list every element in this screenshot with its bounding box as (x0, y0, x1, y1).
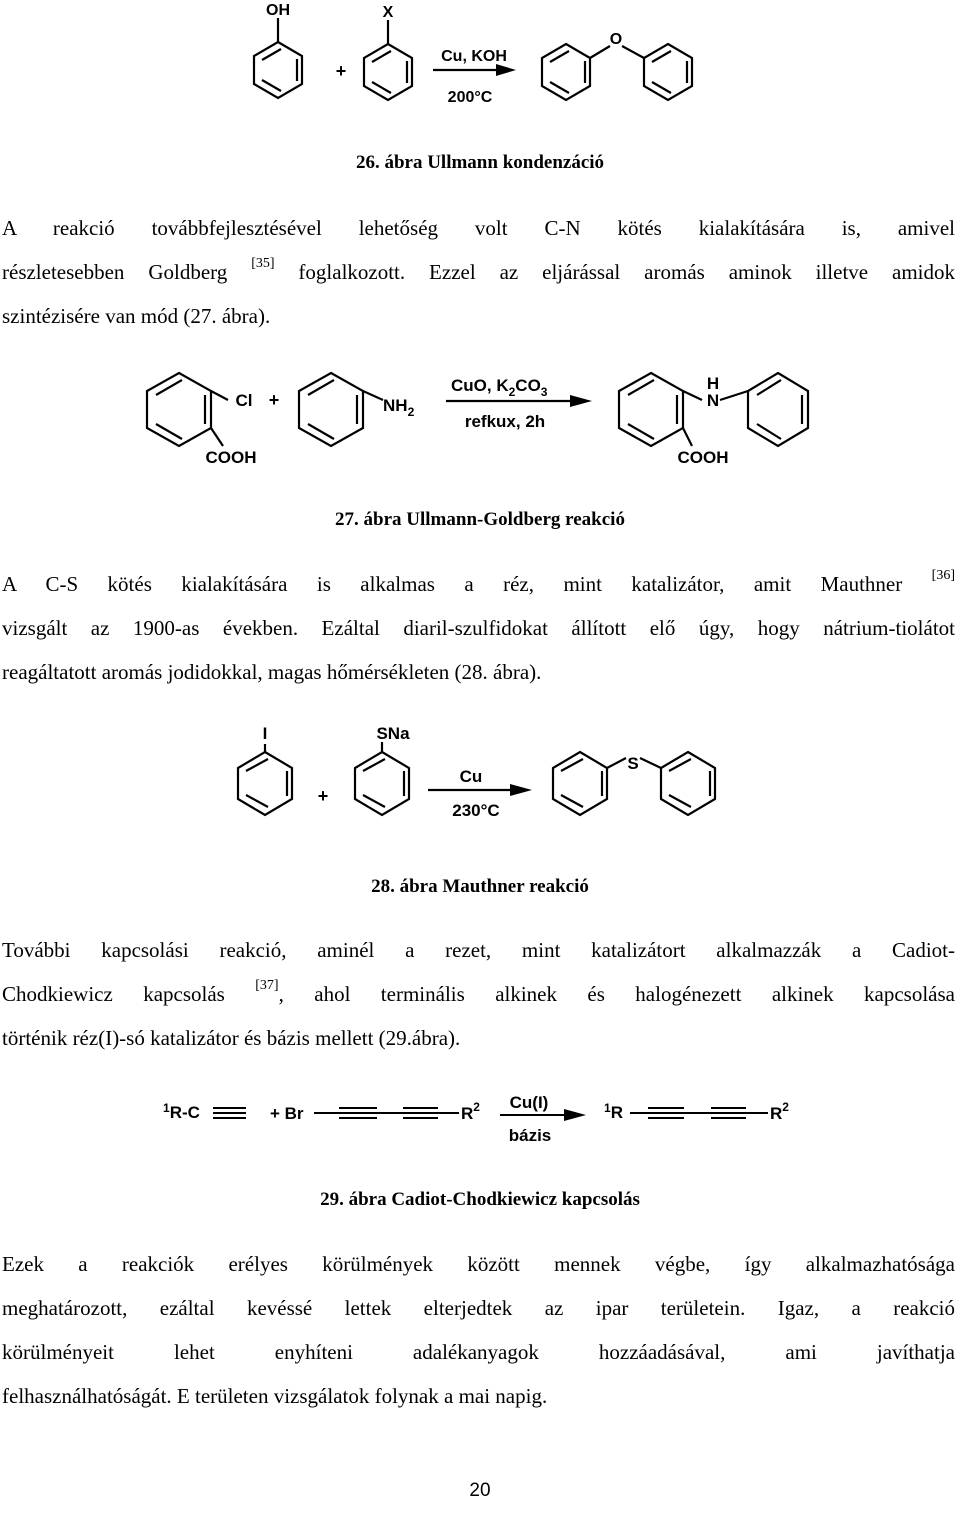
scheme-mauthner: I + SNa Cu 230°C S (0, 718, 960, 828)
citation-35: [35] (251, 256, 275, 271)
r1-superscript: 1 (163, 1101, 170, 1115)
reaction-arrow (500, 1109, 586, 1121)
r2-text: R (461, 1104, 473, 1123)
paragraph-1-line-1: A reakció továbbfejlesztésével lehetőség… (2, 216, 955, 240)
cl-label: Cl (236, 391, 253, 410)
nh-subscript: 2 (408, 405, 415, 419)
r2-superscript: 2 (473, 1100, 480, 1114)
triple-bond (213, 1107, 246, 1119)
sodium-thiophenolate-structure (353, 742, 411, 817)
citation-36: [36] (931, 568, 955, 583)
page-number: 20 (469, 1480, 491, 1501)
reagent-text: CuO, K (451, 376, 509, 395)
chlorobenzoic-acid-structure (145, 371, 229, 448)
s-label: S (627, 754, 638, 773)
r1c-text: R-C (170, 1103, 200, 1122)
plus-br-label: + Br (270, 1104, 304, 1123)
paragraph-4-line-4: felhasználhatóságát. E területen vizsgál… (2, 1384, 548, 1408)
i-label: I (263, 724, 268, 743)
cooh-product-label: COOH (678, 448, 729, 467)
figure-27-caption: 27. ábra Ullmann-Goldberg reakció (335, 509, 625, 530)
product-r2-label: R2 (770, 1100, 789, 1123)
product-r2-superscript: 2 (782, 1100, 789, 1114)
text-run: Chodkiewicz kapcsolás (2, 982, 256, 1006)
aniline-structure (297, 371, 384, 448)
scheme-ullmann-condensation: OH + X Cu, KOH 200°C O (0, 0, 960, 130)
reagent-top: Cu, KOH (441, 48, 507, 65)
figure-28-caption: 28. ábra Mauthner reakció (371, 876, 589, 897)
paragraph-1-line-2: részletesebben Goldberg [35] foglalkozot… (2, 250, 955, 294)
paragraph-1-line-3: szintézisére van mód (27. ábra). (2, 304, 271, 328)
x-label: X (383, 4, 394, 21)
h-label: H (707, 374, 719, 393)
product-r1-superscript: 1 (604, 1101, 611, 1115)
reagent-subscript: 2 (509, 385, 516, 399)
plus-sign: + (336, 61, 347, 81)
scheme-ullmann-goldberg: Cl + NH2 CuO, K2CO3 refkux, 2h H N COOH … (0, 360, 960, 470)
terminal-alkyne-label: 1R-C (163, 1101, 200, 1122)
o-label: O (610, 31, 622, 48)
paragraph-3-line-1: További kapcsolási reakció, aminél a rez… (2, 938, 955, 962)
diphenyl-sulfide-structure (551, 750, 717, 817)
diyne-chain (630, 1107, 768, 1119)
paragraph-4-line-3: körülményeit lehet enyhíteni adalékanyag… (2, 1340, 955, 1364)
figure-29-caption: 29. ábra Cadiot-Chodkiewicz kapcsolás (320, 1189, 640, 1210)
r2-label: R2 (461, 1100, 480, 1123)
figure-26-caption: 26. ábra Ullmann kondenzáció (355, 152, 605, 173)
paragraph-2-line-3: reagáltatott aromás jodidokkal, magas hő… (2, 660, 542, 684)
scheme-cadiot-chodkiewicz: 1R-C + Br R2 Cu(I) bázis 1R R2 (0, 1085, 960, 1155)
diphenyl-ether-structure (540, 42, 694, 102)
sna-label: SNa (376, 724, 410, 743)
reaction-arrow (433, 64, 516, 76)
reagent-top: Cu(I) (510, 1093, 549, 1112)
product-r1-label: 1R (604, 1101, 623, 1122)
text-run: , ahol terminális alkinek és halogénezet… (278, 982, 955, 1006)
paragraph-2: A C-S kötés kialakítására is alkalmas a … (2, 562, 955, 694)
nh2-label: NH2 (383, 396, 415, 419)
paragraph-2-line-2: vizsgált az 1900-as években. Ezáltal dia… (2, 616, 955, 640)
reagent-bottom: refkux, 2h (465, 412, 545, 431)
paragraph-3-line-2: Chodkiewicz kapcsolás [37], ahol terminá… (2, 972, 955, 1016)
paragraph-4-line-1: Ezek a reakciók erélyes körülmények közö… (2, 1252, 955, 1276)
reagent-top: CuO, K2CO3 (451, 376, 548, 399)
cooh-reactant-label: COOH (206, 448, 257, 467)
n-phenylanthranilic-acid-structure (617, 371, 810, 448)
reagent-text: CO (515, 376, 541, 395)
phenol-structure (252, 18, 304, 100)
reagent-bottom: 200°C (448, 89, 493, 106)
plus-sign: + (318, 786, 329, 806)
paragraph-4: Ezek a reakciók erélyes körülmények közö… (2, 1242, 955, 1418)
paragraph-3: További kapcsolási reakció, aminél a rez… (2, 928, 955, 1060)
bromoalkyne-chain (314, 1107, 459, 1119)
nh-text: NH (383, 396, 408, 415)
paragraph-4-line-2: meghatározott, ezáltal kevéssé lettek el… (2, 1296, 955, 1320)
text-run: részletesebben Goldberg (2, 260, 252, 284)
text-run: A C-S kötés kialakítására is alkalmas a … (2, 572, 932, 596)
paragraph-2-line-1: A C-S kötés kialakítására is alkalmas a … (2, 562, 955, 606)
product-r1-text: R (611, 1103, 623, 1122)
text-run: foglalkozott. Ezzel az eljárással aromás… (274, 260, 955, 284)
oh-label: OH (266, 2, 290, 19)
paragraph-1: A reakció továbbfejlesztésével lehetőség… (2, 206, 955, 338)
iodobenzene-structure (236, 744, 294, 817)
citation-37: [37] (255, 978, 279, 993)
reagent-subscript: 3 (541, 385, 548, 399)
aryl-halide-structure (362, 20, 414, 102)
reaction-arrow (428, 784, 532, 796)
plus-sign: + (269, 390, 280, 410)
paragraph-3-line-3: történik réz(I)-só katalizátor és bázis … (2, 1026, 461, 1050)
reagent-bottom: 230°C (452, 801, 499, 820)
product-r2-text: R (770, 1104, 782, 1123)
n-label: N (707, 391, 719, 410)
reagent-top: Cu (460, 767, 483, 786)
reagent-bottom: bázis (509, 1126, 552, 1145)
reaction-arrow (446, 395, 592, 407)
